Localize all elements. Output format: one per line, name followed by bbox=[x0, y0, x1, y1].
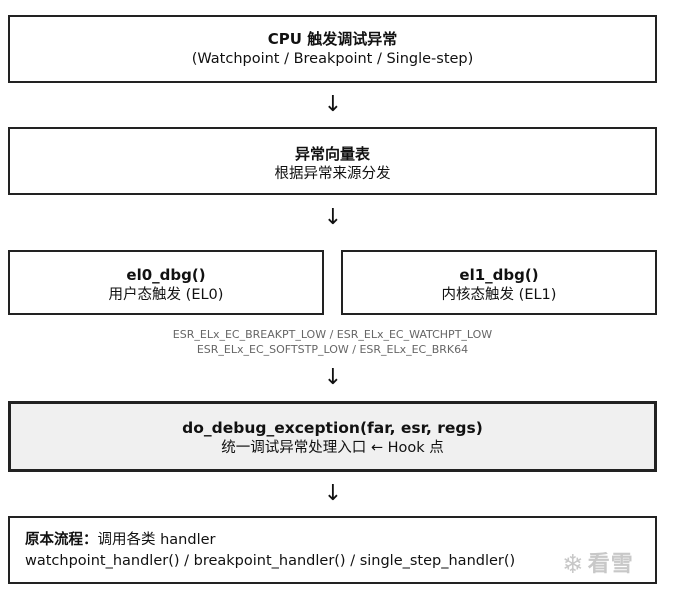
el1-dbg-title: el1_dbg() bbox=[459, 266, 539, 284]
original-flow-box: 原本流程：调用各类 handler watchpoint_handler() /… bbox=[8, 516, 657, 584]
original-flow-description: 调用各类 handler bbox=[97, 532, 216, 548]
original-flow-label: 原本流程： bbox=[25, 532, 98, 548]
el0-dbg-subtitle: 用户态触发 (EL0) bbox=[108, 287, 224, 303]
el1-dbg-subtitle: 内核态触发 (EL1) bbox=[441, 287, 557, 303]
original-flow-handlers: watchpoint_handler() / breakpoint_handle… bbox=[25, 553, 516, 569]
original-flow-line-1: 原本流程：调用各类 handler bbox=[25, 530, 655, 551]
flow-arrow-down: ↓ bbox=[323, 365, 343, 390]
watermark-text: 看雪 bbox=[587, 552, 634, 577]
flow-arrow-down: ↓ bbox=[323, 481, 343, 506]
snowflake-icon: ❄ bbox=[562, 550, 584, 580]
cpu-trigger-box: CPU 触发调试异常 (Watchpoint / Breakpoint / Si… bbox=[8, 15, 657, 83]
exception-vector-subtitle: 根据异常来源分发 bbox=[274, 166, 391, 182]
esr-codes-line-2: ESR_ELx_EC_SOFTSTP_LOW / ESR_ELx_EC_BRK6… bbox=[196, 343, 469, 356]
cpu-trigger-subtitle: (Watchpoint / Breakpoint / Single-step) bbox=[191, 51, 474, 67]
exception-vector-title: 异常向量表 bbox=[294, 145, 370, 163]
flow-arrow-down: ↓ bbox=[323, 205, 343, 230]
el1-dbg-box: el1_dbg() 内核态触发 (EL1) bbox=[341, 250, 657, 315]
watermark: ❄看雪 bbox=[562, 548, 672, 582]
do-debug-exception-subtitle: 统一调试异常处理入口 ← Hook 点 bbox=[221, 440, 444, 456]
esr-codes-line-1: ESR_ELx_EC_BREAKPT_LOW / ESR_ELx_EC_WATC… bbox=[172, 328, 493, 341]
el0-dbg-box: el0_dbg() 用户态触发 (EL0) bbox=[8, 250, 324, 315]
do-debug-exception-box: do_debug_exception(far, esr, regs) 统一调试异… bbox=[8, 401, 657, 472]
el0-dbg-title: el0_dbg() bbox=[126, 266, 206, 284]
do-debug-exception-title: do_debug_exception(far, esr, regs) bbox=[182, 419, 483, 437]
cpu-trigger-title: CPU 触发调试异常 bbox=[267, 30, 398, 48]
flow-arrow-down: ↓ bbox=[323, 92, 343, 117]
exception-vector-box: 异常向量表 根据异常来源分发 bbox=[8, 127, 657, 195]
